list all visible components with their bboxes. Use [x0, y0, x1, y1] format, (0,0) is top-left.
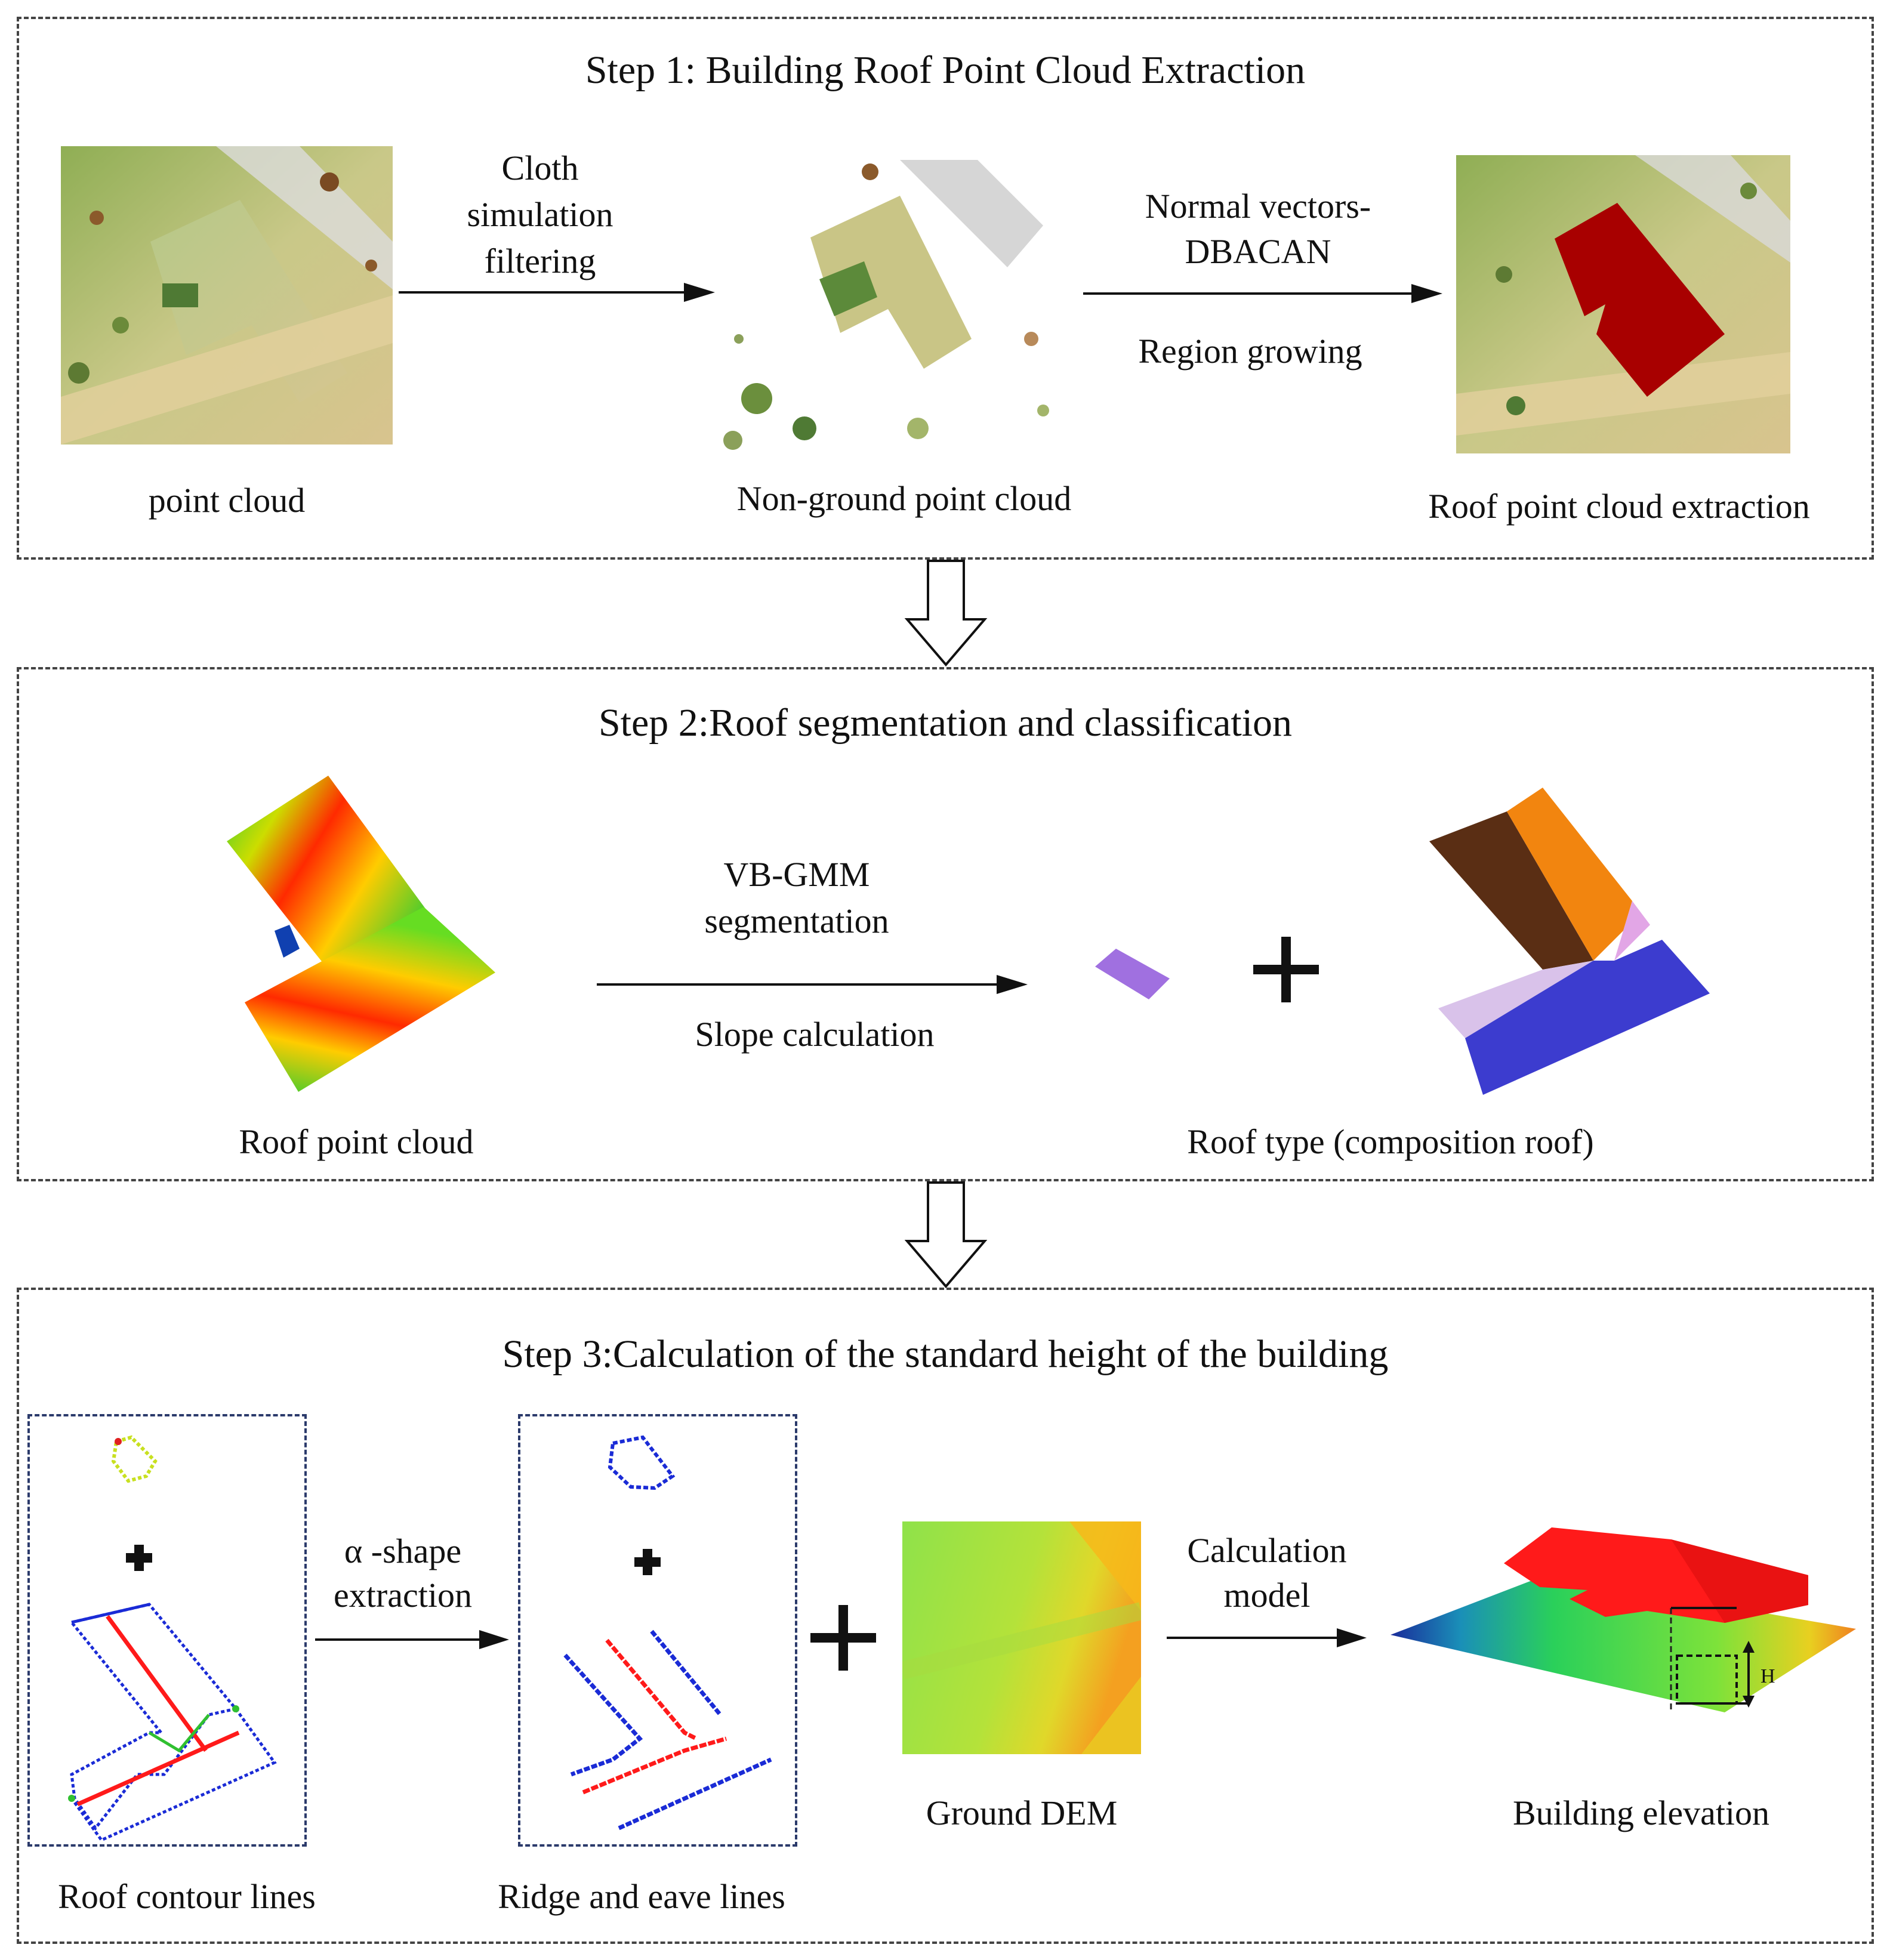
label-vbgmm-line1: VB-GMM	[723, 855, 870, 894]
step2-title: Step 2:Roof segmentation and classificat…	[598, 701, 1293, 745]
arrow-alpha-shape	[315, 1628, 512, 1652]
point-cloud-image	[61, 146, 393, 445]
caption-contour: Roof contour lines	[58, 1877, 316, 1916]
caption-roof-extraction: Roof point cloud extraction	[1428, 487, 1810, 526]
label-alpha-line1: α -shape	[344, 1532, 462, 1570]
caption-dem: Ground DEM	[926, 1794, 1118, 1832]
segment-violet	[1438, 961, 1593, 1038]
caption-elevation: Building elevation	[1512, 1794, 1770, 1832]
arrow-calculation-model	[1167, 1626, 1370, 1650]
caption-roof-type: Roof type (composition roof)	[1187, 1122, 1594, 1161]
segmented-roof-image	[1429, 788, 1716, 1098]
label-normal-line1: Normal vectors-	[1145, 187, 1371, 226]
step1-title: Step 1: Building Roof Point Cloud Extrac…	[585, 48, 1306, 92]
label-vbgmm-line2: segmentation	[704, 902, 889, 940]
label-cloth-line2: simulation	[467, 195, 613, 234]
caption-roof-point-cloud: Roof point cloud	[239, 1122, 474, 1161]
plus-icon-step3	[810, 1605, 876, 1671]
ground-dem-image	[902, 1521, 1141, 1754]
flow-down-arrow-1	[901, 560, 991, 667]
segment-brown	[1429, 811, 1593, 970]
height-label: H	[1760, 1665, 1775, 1687]
arrow-vbgmm	[597, 973, 1032, 996]
non-ground-image	[721, 160, 1055, 458]
segment-orange	[1507, 788, 1632, 961]
small-blue-segment	[275, 925, 300, 958]
segment-pink	[1614, 901, 1650, 961]
arrow-cloth-filtering	[399, 280, 721, 304]
small-eave-contour	[608, 1435, 676, 1490]
roof-extraction-image	[1456, 155, 1790, 453]
caption-ridge: Ridge and eave lines	[498, 1877, 785, 1916]
caption-point-cloud: point cloud	[148, 481, 306, 520]
step3-panel: Step 3:Calculation of the standard heigh…	[17, 1288, 1874, 1944]
extracted-roof-shape	[1555, 203, 1725, 397]
small-segment-image	[1095, 949, 1173, 1002]
step1-panel: Step 1: Building Roof Point Cloud Extrac…	[17, 17, 1874, 560]
ridge-eave-box	[518, 1414, 797, 1847]
segment-blue	[1465, 940, 1710, 1095]
contour-lines-box	[27, 1414, 307, 1847]
label-calc-line1: Calculation	[1187, 1531, 1347, 1570]
label-normal-line2: DBACAN	[1185, 232, 1331, 271]
label-alpha-line2: extraction	[334, 1576, 472, 1615]
building-elevation-image: H	[1390, 1521, 1862, 1736]
step2-panel: Step 2:Roof segmentation and classificat…	[17, 667, 1874, 1181]
label-cloth-line1: Cloth	[501, 149, 579, 187]
arrow-region-growing	[1083, 282, 1447, 305]
step3-title: Step 3:Calculation of the standard heigh…	[502, 1332, 1389, 1376]
label-slope-calculation: Slope calculation	[695, 1015, 935, 1054]
plus-icon-step2	[1253, 937, 1319, 1002]
small-contour	[111, 1435, 158, 1483]
roof-point-cloud-image	[227, 776, 513, 1098]
label-calc-line2: model	[1223, 1576, 1311, 1615]
caption-non-ground: Non-ground point cloud	[736, 479, 1072, 518]
label-cloth-line3: filtering	[484, 242, 596, 280]
flow-down-arrow-2	[901, 1181, 991, 1289]
label-region-growing: Region growing	[1138, 332, 1362, 371]
